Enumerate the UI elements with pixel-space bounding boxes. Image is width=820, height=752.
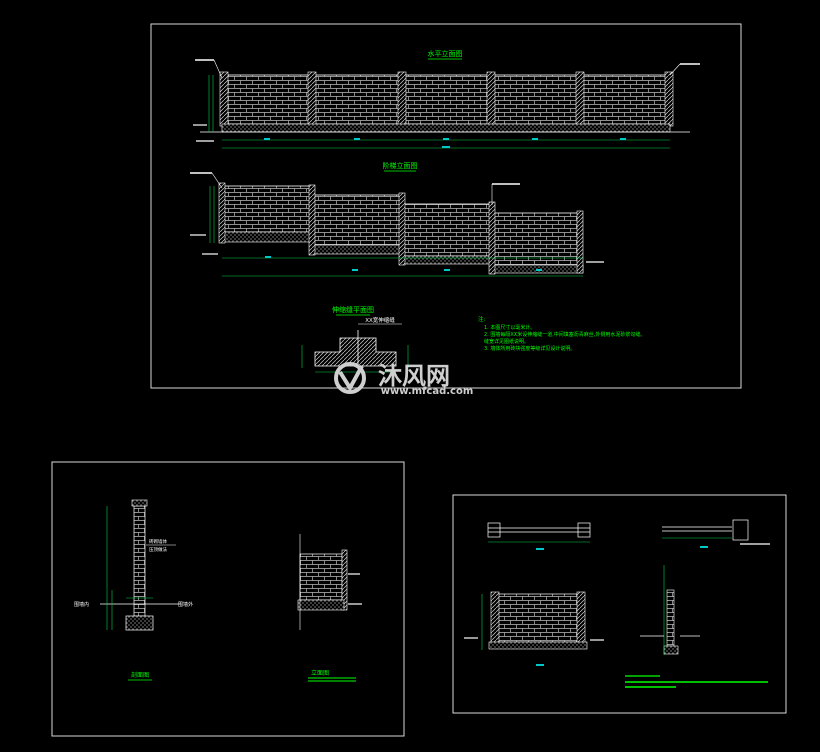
elevation-detail [464, 591, 604, 666]
callout-line [213, 59, 223, 79]
watermark-brand: 沐风网 [378, 362, 450, 390]
step-panel [401, 203, 492, 257]
pillar [308, 184, 316, 256]
section-footing [125, 615, 154, 631]
tag-coping: 压顶做法 [149, 546, 167, 553]
wall-section: 砖砌墙体 压顶做法 围墙内 围墙外 剖面图 [74, 499, 193, 681]
pillar [218, 182, 226, 244]
sheet-3 [452, 494, 787, 714]
step-base [220, 231, 316, 243]
dim-text [620, 138, 626, 140]
callout-line [669, 63, 681, 76]
dim-text [443, 138, 449, 140]
watermark: 沐风网 www.mfcad.com [334, 362, 474, 397]
joint-label: XX宽伸缩缝 [365, 316, 395, 324]
dim-text [265, 256, 271, 258]
watermark-url: www.mfcad.com [381, 386, 474, 397]
wall-panel [224, 74, 670, 125]
sheet-3-frame [452, 494, 787, 714]
pillar [398, 192, 406, 266]
dim-text [264, 138, 270, 140]
notes-heading: 注: [478, 315, 486, 323]
section-cap [131, 499, 148, 507]
pillar [575, 71, 585, 127]
plan-detail-b [662, 519, 770, 548]
title-horizontal-elevation: 水平立面图 [428, 49, 463, 58]
sheet-2: 砖砌墙体 压顶做法 围墙内 围墙外 剖面图 立面图 [51, 461, 405, 737]
title-elevation: 立面图 [311, 669, 329, 677]
step-panel [312, 194, 403, 246]
elevation-pillar [341, 549, 348, 611]
plan-detail-a [487, 522, 591, 550]
elevation-wall [299, 553, 343, 601]
sheet-2-frame [51, 461, 405, 737]
tag-brick-wall: 砖砌墙体 [149, 538, 167, 545]
note-line: 1. 本图尺寸以毫米计。 [484, 324, 535, 331]
sheet-1-frame [150, 23, 742, 389]
note-line: 3. 墙体所用砖块强度等级详见设计说明。 [484, 345, 575, 352]
dim-text [444, 269, 450, 271]
pillar [219, 71, 229, 127]
step-base [399, 255, 494, 265]
step-base [310, 244, 405, 255]
wall-elevation-small: 立面图 [297, 534, 362, 682]
dim-text [352, 269, 358, 271]
dim-text [442, 146, 450, 148]
pillar [486, 71, 496, 127]
dim-text [536, 269, 542, 271]
section-detail [640, 565, 700, 655]
pillar [576, 210, 584, 274]
section-wall [133, 505, 146, 617]
watermark-logo [334, 362, 366, 394]
note-line: 2. 围墙每隔XX米设伸缩缝一道,中间填塞沥青麻丝,外侧用水泥砂浆勾缝。 [484, 331, 645, 338]
label-inside-wall: 围墙内 [74, 601, 89, 608]
title-section: 剖面图 [131, 671, 149, 679]
note-line: 缝宽详见图纸说明。 [484, 338, 529, 345]
title-stepped-elevation: 阶梯立面图 [383, 161, 418, 170]
wall-base [221, 123, 671, 133]
label-outside-wall: 围墙外 [178, 601, 193, 608]
pillar [307, 71, 317, 127]
stepped-elevation [190, 172, 604, 277]
callout-line [211, 172, 223, 189]
notes-block: 注: 1. 本图尺寸以毫米计。 2. 围墙每隔XX米设伸缩缝一道,中间填塞沥青麻… [478, 315, 645, 352]
horizontal-elevation [193, 59, 700, 149]
dim-text [532, 138, 538, 140]
expansion-joint-detail: XX宽伸缩缝 [301, 316, 409, 373]
pillar [488, 201, 496, 275]
dim-text [354, 138, 360, 140]
elevation-base [297, 599, 345, 611]
pillar [397, 71, 407, 127]
title-expansion-joint: 伸缩缝平面图 [332, 305, 374, 314]
step-panel [222, 185, 314, 233]
pillar [664, 71, 674, 127]
step-panel [492, 212, 582, 266]
sheet-1: 水平立面图 [150, 23, 742, 397]
